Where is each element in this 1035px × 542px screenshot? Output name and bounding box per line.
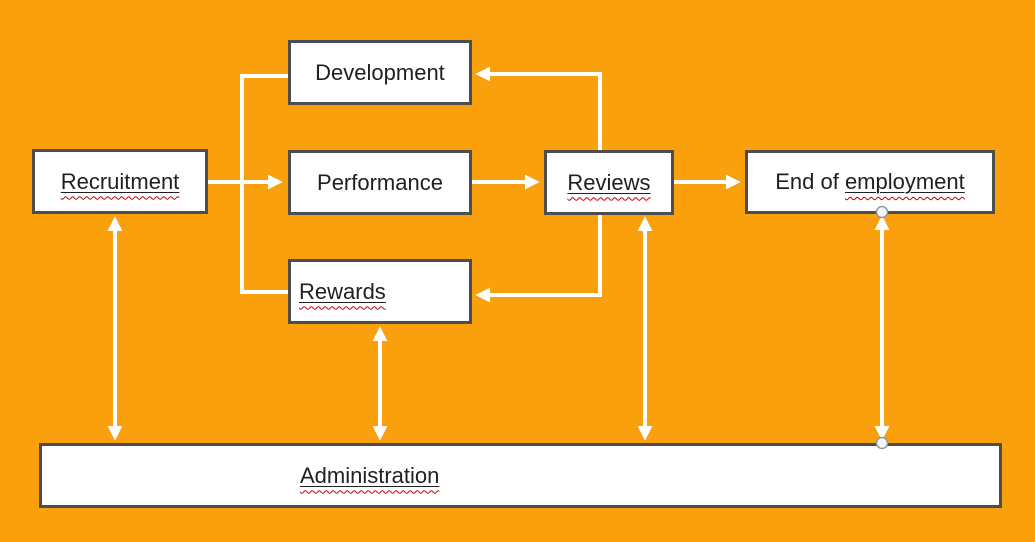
connector-reviews-rewards[interactable] <box>475 214 602 303</box>
reviews-box[interactable]: Reviews <box>544 150 674 215</box>
administration-box[interactable]: Administration <box>39 443 1002 508</box>
rewards-box[interactable]: Rewards <box>288 259 472 324</box>
connector-endpoint-handle-bottom[interactable] <box>875 436 889 450</box>
reviews-label: Reviews <box>567 169 651 195</box>
connector-reviews-development[interactable] <box>475 66 602 150</box>
administration-label: Administration <box>300 462 440 488</box>
recruitment-label: Recruitment <box>60 168 180 194</box>
recruitment-box[interactable]: Recruitment <box>32 149 208 214</box>
rewards-label: Rewards <box>299 278 386 304</box>
development-label: Development <box>315 59 445 85</box>
end-of-employment-label: End of employment <box>775 169 965 194</box>
end-of-employment-box[interactable]: End of employment <box>745 150 995 214</box>
performance-label: Performance <box>317 169 443 195</box>
connector-endpoint-handle-top[interactable] <box>875 205 889 219</box>
performance-box[interactable]: Performance <box>288 150 472 215</box>
development-box[interactable]: Development <box>288 40 472 105</box>
